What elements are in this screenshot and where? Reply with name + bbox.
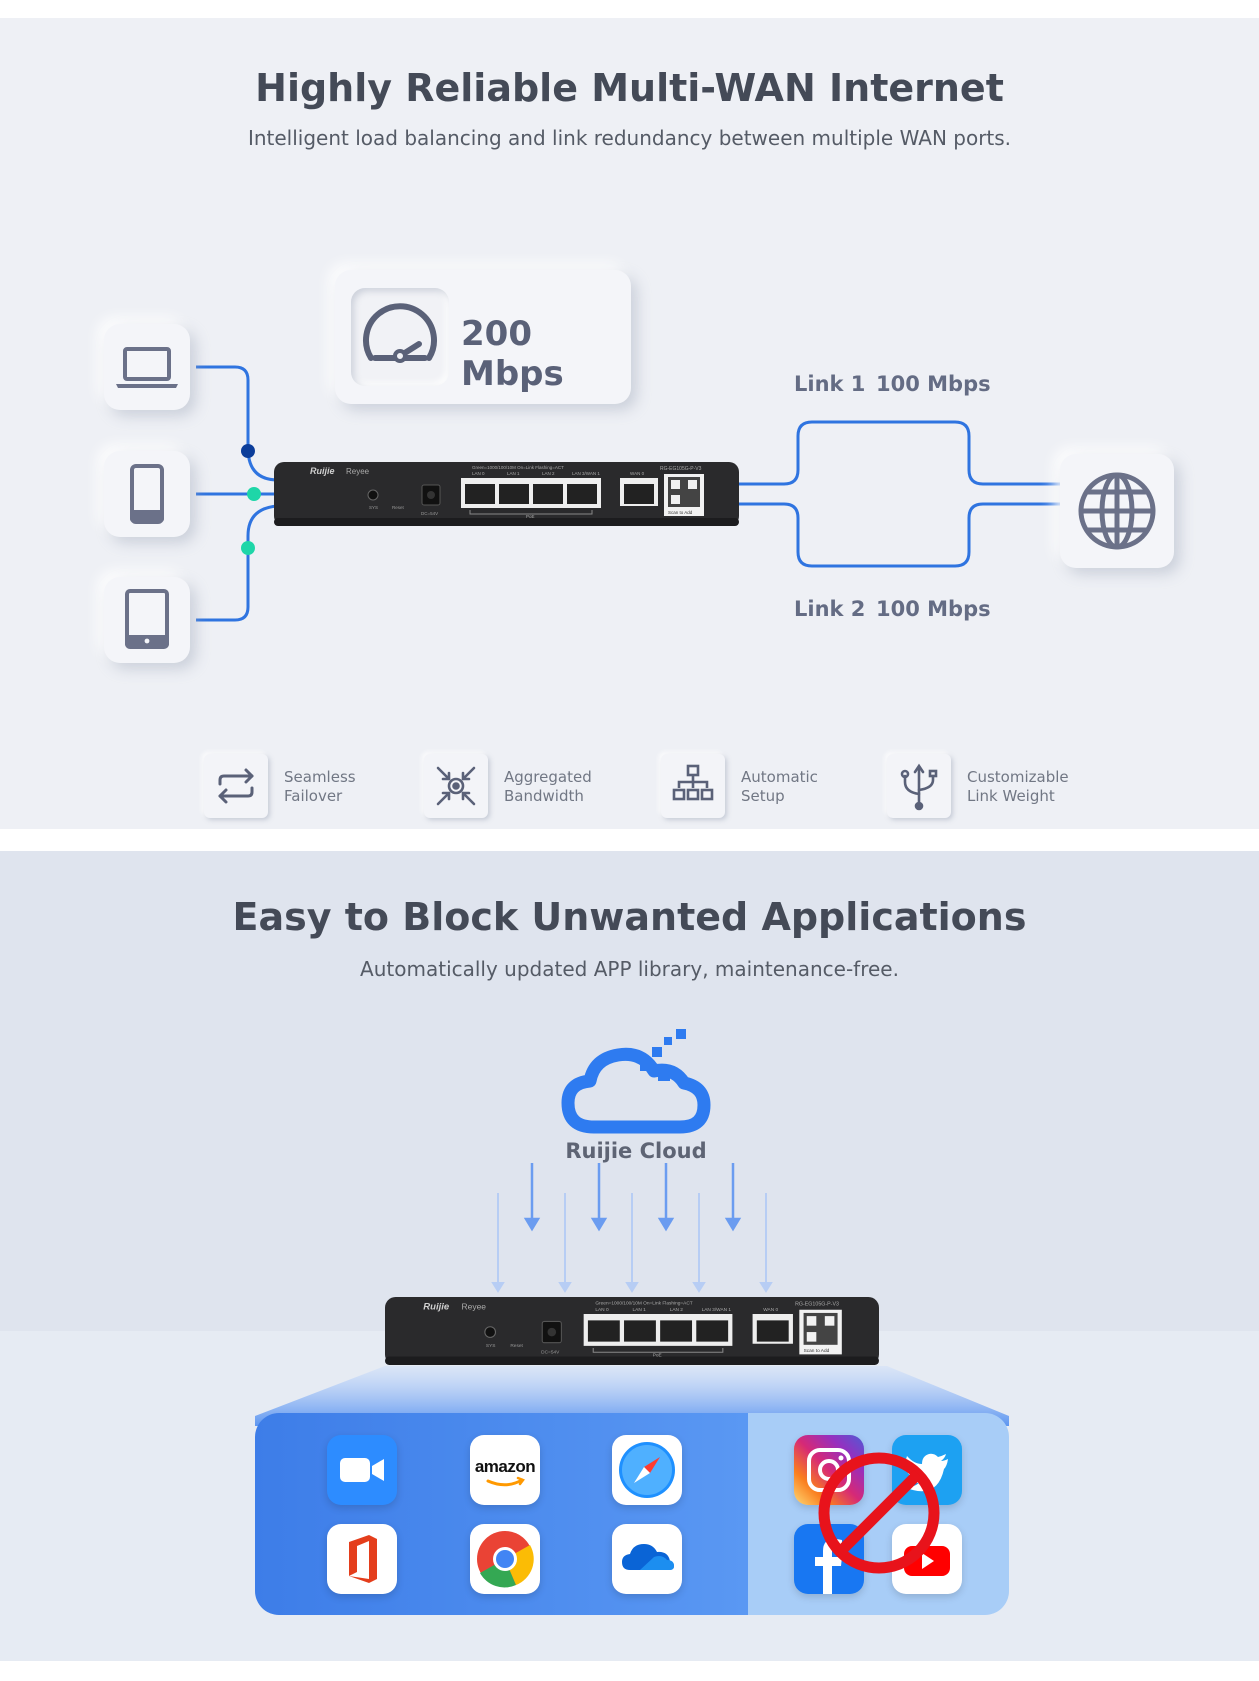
sys-led (367, 489, 379, 501)
laptop-card (104, 324, 190, 410)
scan-label: Scan to Add (804, 1348, 830, 1354)
link2-name: Link 2 (794, 597, 866, 621)
feature-icon-box (887, 754, 951, 818)
feature-label: Automatic Setup (741, 768, 818, 805)
scan-label: Scan to Add (668, 510, 693, 515)
usb-fork-icon (900, 763, 938, 811)
section-title: Easy to Block Unwanted Applications (232, 895, 1027, 939)
link1-name: Link 1 (794, 372, 866, 396)
network-lines (196, 365, 1062, 622)
feature-label: Customizable Link Weight (967, 768, 1069, 805)
router-device: Ruijie Reyee Green=1000/100/10M On=Link … (274, 462, 739, 526)
amazon-wordmark: amazon (474, 1457, 536, 1476)
port-label: LAN 3/WAN 1 (572, 471, 600, 476)
link-node (241, 444, 255, 458)
block-icon (818, 1452, 940, 1574)
download-arrows (491, 1163, 773, 1293)
multi-wan-section: Highly Reliable Multi-WAN Internet Intel… (0, 18, 1259, 829)
zoom-icon (327, 1435, 397, 1505)
feature-icon-box (661, 754, 725, 818)
aggregate-icon (436, 766, 476, 806)
router-led-legend: Green=1000/100/10M On=Link Flashing=ACT (595, 1300, 692, 1306)
section-subtitle: Intelligent load balancing and link redu… (247, 126, 1012, 150)
tablet-card (104, 577, 190, 663)
section-title: Highly Reliable Multi-WAN Internet (255, 66, 1004, 110)
dc-label: DC=54V (541, 1349, 560, 1355)
link-node (241, 541, 255, 555)
feature-icon-box (424, 754, 488, 818)
hierarchy-icon (672, 764, 714, 801)
router-brand: Ruijie (423, 1302, 450, 1313)
router-device: Ruijie Reyee Green=1000/100/10M On=Link … (385, 1297, 879, 1365)
upper-band (0, 851, 1259, 1331)
phone-card (104, 451, 190, 537)
app-tray: amazon (255, 1413, 1009, 1615)
onedrive-icon (612, 1524, 682, 1594)
speedometer-icon (363, 303, 437, 363)
tablet-icon (125, 589, 169, 649)
router-led-legend: Green=1000/100/10M On=Link Flashing=ACT (472, 465, 564, 470)
port-label: LAN 3/WAN 1 (702, 1307, 732, 1313)
router-subbrand: Reyee (461, 1302, 486, 1312)
app-block-section: Easy to Block Unwanted Applications Auto… (0, 851, 1259, 1661)
router-model: RG-EG105G-P-V3 (660, 466, 702, 472)
port-label: LAN 0 (472, 471, 485, 476)
cloud-icon (561, 1029, 711, 1134)
port-label: LAN 1 (507, 471, 520, 476)
laptop-icon (116, 347, 178, 388)
router-subbrand: Reyee (346, 467, 370, 476)
speed-value: 200 Mbps (461, 314, 564, 394)
port-label: WAN 0 (630, 471, 645, 476)
failover-icon (218, 768, 254, 804)
office-icon (327, 1524, 397, 1594)
speed-card: 200 Mbps (335, 270, 631, 404)
lan-ports: LAN 0 LAN 1 LAN 2 LAN 3/WAN 1 PoE (461, 471, 601, 519)
sys-label: SYS (486, 1343, 496, 1349)
phone-icon (130, 464, 164, 524)
port-label: LAN 2 (670, 1307, 684, 1313)
link-node (247, 487, 261, 501)
light-beam (255, 1366, 1009, 1426)
link2-speed: 100 Mbps (876, 597, 991, 621)
feature-label: Seamless Failover (284, 768, 356, 805)
feature-icon-box (204, 754, 268, 818)
sys-label: SYS (369, 505, 378, 510)
chrome-icon (470, 1524, 540, 1594)
speedometer-icon-wrap (351, 288, 449, 386)
link1-speed: 100 Mbps (876, 372, 991, 396)
poe-label: PoE (526, 514, 535, 519)
router-brand: Ruijie (310, 466, 335, 476)
section-subtitle: Automatically updated APP library, maint… (360, 957, 899, 981)
port-label: LAN 1 (633, 1307, 647, 1313)
reset-label: Reset (510, 1343, 523, 1349)
cloud-label: Ruijie Cloud (565, 1139, 707, 1163)
safari-icon (612, 1435, 682, 1505)
port-label: LAN 2 (542, 471, 555, 476)
port-label: WAN 0 (763, 1307, 778, 1313)
feature-label: Aggregated Bandwidth (504, 768, 592, 805)
amazon-icon: amazon (470, 1435, 540, 1505)
dc-label: DC=54V (421, 511, 438, 516)
reset-label: Reset (392, 505, 405, 510)
internet-card (1060, 454, 1174, 568)
poe-label: PoE (653, 1352, 662, 1358)
port-label: LAN 0 (595, 1307, 609, 1313)
globe-icon (1078, 472, 1156, 550)
router-model: RG-EG105G-P-V3 (795, 1301, 839, 1307)
